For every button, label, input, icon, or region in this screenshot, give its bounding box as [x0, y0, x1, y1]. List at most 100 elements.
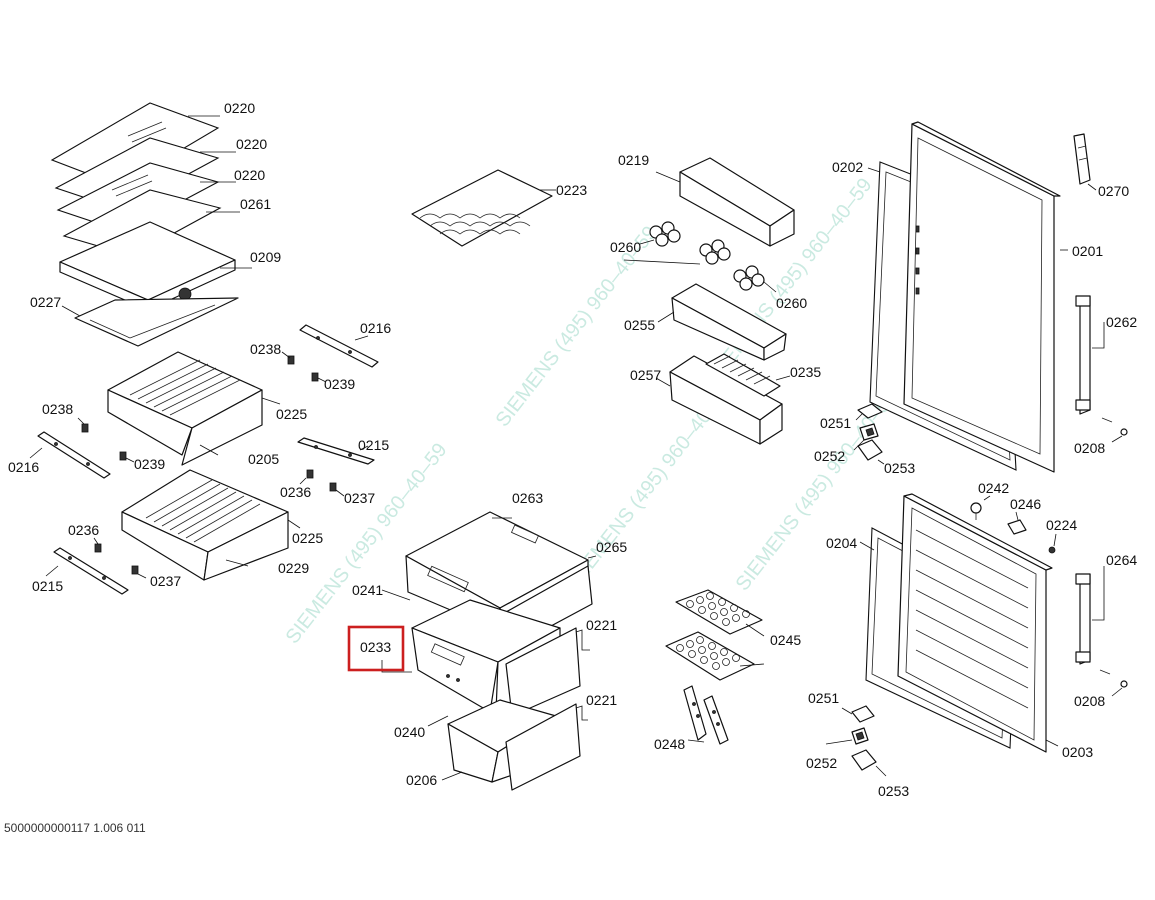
handle-0264[interactable] — [1075, 566, 1105, 665]
egg-tray-0260-upper[interactable] — [623, 221, 731, 265]
label-0208-upper[interactable]: 0208 — [1074, 440, 1105, 456]
clip-0239-upper[interactable] — [311, 372, 327, 383]
label-0236-lower[interactable]: 0236 — [68, 522, 99, 538]
cover-plate-0209[interactable] — [59, 221, 252, 311]
label-0261[interactable]: 0261 — [240, 196, 271, 212]
clip-0238-lower[interactable] — [77, 417, 89, 433]
label-0208-lower[interactable]: 0208 — [1074, 693, 1105, 709]
label-0263[interactable]: 0263 — [512, 490, 543, 506]
label-0216-lower[interactable]: 0216 — [8, 459, 39, 475]
label-0209[interactable]: 0209 — [250, 249, 281, 265]
label-0242[interactable]: 0242 — [978, 480, 1009, 496]
label-0220-top[interactable]: 0220 — [224, 100, 255, 116]
clip-0237-lower[interactable] — [131, 565, 147, 579]
label-0206[interactable]: 0206 — [406, 772, 437, 788]
screw-0208-lower[interactable] — [1099, 669, 1128, 697]
clip-0238-upper[interactable] — [281, 351, 295, 365]
label-0221-lower[interactable]: 0221 — [586, 692, 617, 708]
hinge-0253-lower[interactable] — [851, 749, 887, 777]
label-0253-upper[interactable]: 0253 — [884, 460, 915, 476]
label-0260-upper[interactable]: 0260 — [610, 239, 641, 255]
shelf-frame-0227[interactable] — [61, 297, 239, 347]
label-0264[interactable]: 0264 — [1106, 552, 1137, 568]
screw-0224[interactable] — [1048, 533, 1057, 554]
label-0216-upper[interactable]: 0216 — [360, 320, 391, 336]
hinge-cover-0270[interactable] — [1073, 133, 1097, 191]
label-0238-lower[interactable]: 0238 — [42, 401, 73, 417]
label-0223[interactable]: 0223 — [556, 182, 587, 198]
label-0237-upper[interactable]: 0237 — [344, 490, 375, 506]
label-0262[interactable]: 0262 — [1106, 314, 1137, 330]
freezer-door-0203[interactable] — [897, 493, 1059, 753]
label-0255[interactable]: 0255 — [624, 317, 655, 333]
screw-0208-upper[interactable] — [1101, 417, 1128, 443]
label-0229[interactable]: 0229 — [278, 560, 309, 576]
hinge-0252-lower[interactable] — [825, 727, 869, 745]
label-0224[interactable]: 0224 — [1046, 517, 1077, 533]
drawer-0229[interactable] — [121, 469, 301, 581]
ice-tray-0245-upper[interactable] — [675, 589, 765, 637]
label-0215-upper[interactable]: 0215 — [358, 437, 389, 453]
fridge-door-0201[interactable] — [903, 121, 1068, 473]
ice-tray-0245-lower[interactable] — [665, 631, 765, 681]
label-0225-upper[interactable]: 0225 — [276, 406, 307, 422]
label-0219[interactable]: 0219 — [618, 152, 649, 168]
label-0251-lower[interactable]: 0251 — [808, 690, 839, 706]
clip-0236-upper[interactable] — [299, 469, 314, 485]
bottle-rack-0223[interactable] — [411, 169, 556, 247]
label-0245[interactable]: 0245 — [770, 632, 801, 648]
label-0239-lower[interactable]: 0239 — [134, 456, 165, 472]
hinge-bracket-0251-upper[interactable] — [855, 403, 883, 421]
label-0233[interactable]: 0233 — [360, 639, 391, 655]
handle-0262[interactable] — [1075, 295, 1105, 415]
drawer-0205[interactable] — [107, 351, 281, 466]
label-0252-upper[interactable]: 0252 — [814, 448, 845, 464]
label-0237-lower[interactable]: 0237 — [150, 573, 181, 589]
clip-0237-upper[interactable] — [329, 482, 345, 497]
door-shelf-0255[interactable] — [657, 283, 787, 361]
label-0240[interactable]: 0240 — [394, 724, 425, 740]
label-0202[interactable]: 0202 — [832, 159, 863, 175]
drawer-front-0221-lower[interactable] — [505, 703, 588, 791]
label-0220-lower[interactable]: 0220 — [234, 167, 265, 183]
hinge-bracket-0251-lower[interactable] — [841, 705, 875, 723]
label-0201[interactable]: 0201 — [1072, 243, 1103, 259]
holder-rail-0216-upper[interactable] — [299, 324, 379, 368]
label-0205[interactable]: 0205 — [248, 451, 279, 467]
door-shelf-0257[interactable] — [655, 355, 783, 445]
label-0265[interactable]: 0265 — [596, 539, 627, 555]
bottle-shelf-0219[interactable] — [655, 157, 795, 247]
drawer-front-0221-upper[interactable] — [505, 627, 590, 717]
label-0221-upper[interactable]: 0221 — [586, 617, 617, 633]
label-0236-upper[interactable]: 0236 — [280, 484, 311, 500]
label-0238-upper[interactable]: 0238 — [250, 341, 281, 357]
label-0246[interactable]: 0246 — [1010, 496, 1041, 512]
clip-0239-lower[interactable] — [119, 451, 135, 463]
hinge-pin-0242[interactable] — [970, 495, 991, 520]
label-0257[interactable]: 0257 — [630, 367, 661, 383]
label-0204[interactable]: 0204 — [826, 535, 857, 551]
label-0239-upper[interactable]: 0239 — [324, 376, 355, 392]
label-0251-upper[interactable]: 0251 — [820, 415, 851, 431]
holder-rail-0215-lower[interactable] — [45, 547, 129, 595]
label-0252-lower[interactable]: 0252 — [806, 755, 837, 771]
holder-rail-0216-lower[interactable] — [29, 431, 111, 479]
hinge-0253-upper[interactable] — [857, 439, 885, 465]
label-0253-lower[interactable]: 0253 — [878, 783, 909, 799]
label-0270[interactable]: 0270 — [1098, 183, 1129, 199]
divider-0235[interactable] — [705, 353, 791, 397]
label-0241[interactable]: 0241 — [352, 582, 383, 598]
label-0260-lower[interactable]: 0260 — [776, 295, 807, 311]
label-0220-middle[interactable]: 0220 — [236, 136, 267, 152]
cold-accumulator-0248[interactable] — [683, 685, 729, 745]
label-0227[interactable]: 0227 — [30, 294, 61, 310]
label-0225-lower[interactable]: 0225 — [292, 530, 323, 546]
label-0203[interactable]: 0203 — [1062, 744, 1093, 760]
cap-0246[interactable] — [1007, 511, 1027, 535]
label-0248[interactable]: 0248 — [654, 736, 685, 752]
holder-rail-0215-upper[interactable] — [297, 437, 375, 465]
label-0215-lower[interactable]: 0215 — [32, 578, 63, 594]
clip-0236-lower[interactable] — [93, 537, 102, 553]
label-0235[interactable]: 0235 — [790, 364, 821, 380]
egg-tray-0260-lower[interactable] — [733, 265, 777, 293]
